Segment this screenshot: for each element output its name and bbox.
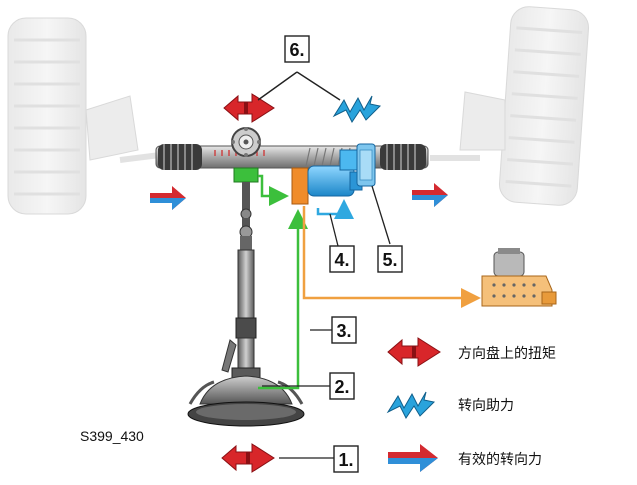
motor-control-line — [316, 199, 354, 219]
arrow-red-blue-icon — [388, 444, 438, 472]
legend-label-torque: 方向盘上的扭矩 — [458, 345, 556, 362]
steering-rack — [155, 144, 429, 170]
right-effective-force-arrow-icon — [412, 183, 448, 207]
legend-item-force: 有效的转向力 — [388, 444, 542, 472]
control-unit — [291, 167, 309, 205]
callout-2: 2. — [329, 372, 355, 400]
bottom-torque-arrow-icon — [221, 443, 275, 473]
right-bellows — [380, 144, 426, 170]
callout-4-label: 4. — [334, 250, 349, 270]
callout-4: 4. — [329, 245, 355, 273]
callout-2-label: 2. — [334, 377, 349, 397]
callout-3: 3. — [331, 316, 357, 344]
external-control-unit — [481, 248, 557, 307]
legend-label-force: 有效的转向力 — [458, 452, 542, 468]
ball-screw-drive — [356, 143, 376, 187]
callout-leaders — [262, 185, 391, 459]
callout-1: 1. — [333, 445, 359, 473]
angle-signal-line — [258, 209, 308, 390]
callout-3-label: 3. — [336, 321, 351, 341]
callout-5-label: 5. — [382, 250, 397, 270]
steering-torque-arrow-icon — [223, 93, 275, 123]
wavy-arrow-blue-icon — [386, 391, 436, 419]
legend-item-torque: 方向盘上的扭矩 — [387, 337, 556, 367]
left-wheel — [7, 17, 161, 215]
ecu-connection-line — [302, 206, 481, 308]
callout-5: 5. — [377, 245, 403, 273]
left-effective-force-arrow-icon — [150, 186, 186, 210]
left-bellows — [158, 144, 202, 170]
legend-label-assist: 转向助力 — [458, 398, 514, 414]
callout-6-label: 6. — [289, 40, 304, 60]
steering-assist-arrow-icon — [332, 95, 382, 123]
callout-1-label: 1. — [338, 450, 353, 470]
steering-wheel — [187, 375, 305, 427]
steering-column — [221, 182, 261, 389]
figure-id: S399_430 — [80, 428, 144, 444]
signal-lines — [258, 174, 481, 390]
right-wheel — [430, 6, 590, 206]
legend: 方向盘上的扭矩 转向助力 有效的转向力 — [386, 337, 556, 472]
legend-item-assist: 转向助力 — [386, 391, 514, 419]
torque-signal-line — [258, 174, 289, 206]
callout-6: 6. — [284, 35, 310, 63]
pinion-gear-icon — [231, 127, 261, 157]
double-arrow-red-icon — [387, 337, 441, 367]
torque-sensor — [233, 167, 259, 183]
